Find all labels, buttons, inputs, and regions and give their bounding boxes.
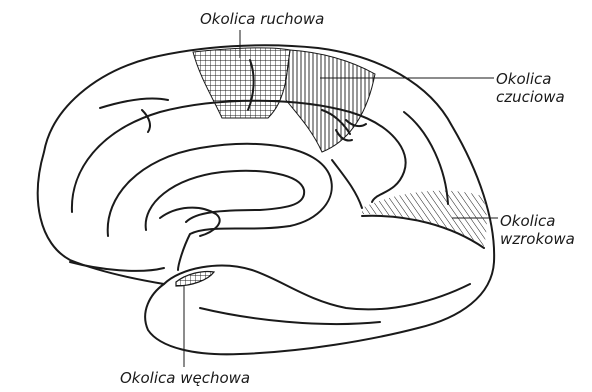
sensory-area-label: Okolica czuciowa xyxy=(496,70,565,106)
visual-area-label: Okolica wzrokowa xyxy=(500,212,575,248)
motor-area-label: Okolica ruchowa xyxy=(200,10,324,28)
sensory-label-line2: czuciowa xyxy=(496,88,565,106)
visual-label-line1: Okolica xyxy=(500,212,575,230)
motor-area xyxy=(193,48,290,118)
sensory-area xyxy=(286,50,375,152)
olfactory-area-label: Okolica węchowa xyxy=(120,369,250,387)
sensory-label-line1: Okolica xyxy=(496,70,565,88)
visual-label-line2: wzrokowa xyxy=(500,230,575,248)
